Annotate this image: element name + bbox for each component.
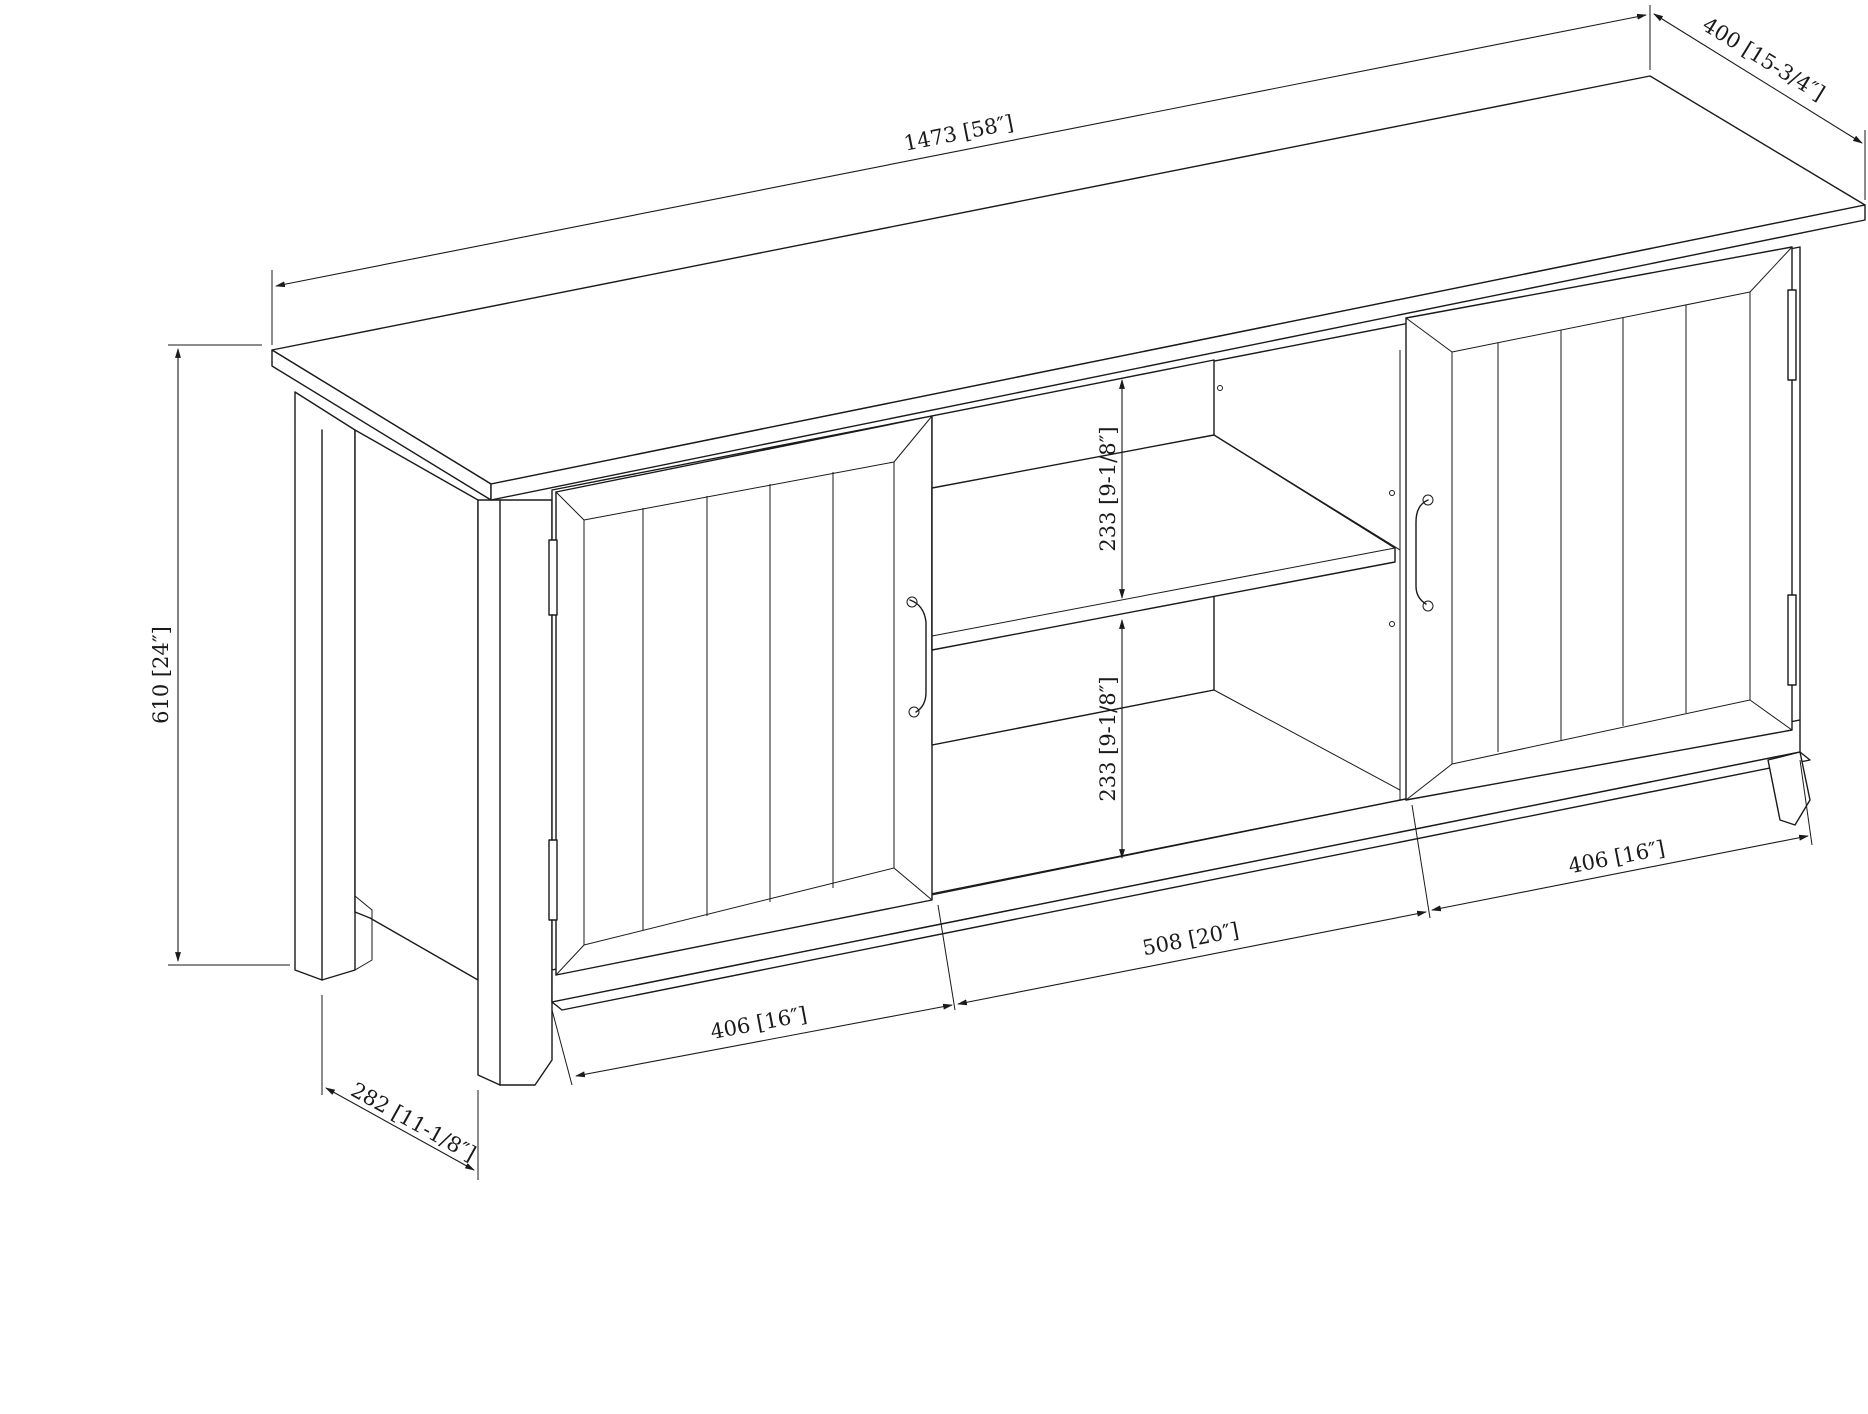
center-opening xyxy=(931,350,1401,896)
dim-door-right-label: 406 [16″] xyxy=(1566,836,1667,878)
dim-door-left-label: 406 [16″] xyxy=(708,1002,808,1044)
dim-depth-top-label: 400 [15-3/4″] xyxy=(1698,13,1829,106)
dim-height-label: 610 [24″] xyxy=(149,626,173,724)
dim-shelf-upper-label: 233 [9-1/8″] xyxy=(1096,426,1120,551)
dim-width-label: 1473 [58″] xyxy=(902,111,1016,156)
dimension-lines xyxy=(168,5,1866,1180)
dim-shelf-lower-label: 233 [9-1/8″] xyxy=(1096,676,1120,801)
left-door xyxy=(548,415,933,977)
dim-center-opening-label: 508 [20″] xyxy=(1140,918,1241,960)
right-door xyxy=(1405,246,1797,802)
dim-depth-base-label: 282 [11-1/8″] xyxy=(347,1078,480,1166)
cabinet-left-side xyxy=(294,391,553,1086)
